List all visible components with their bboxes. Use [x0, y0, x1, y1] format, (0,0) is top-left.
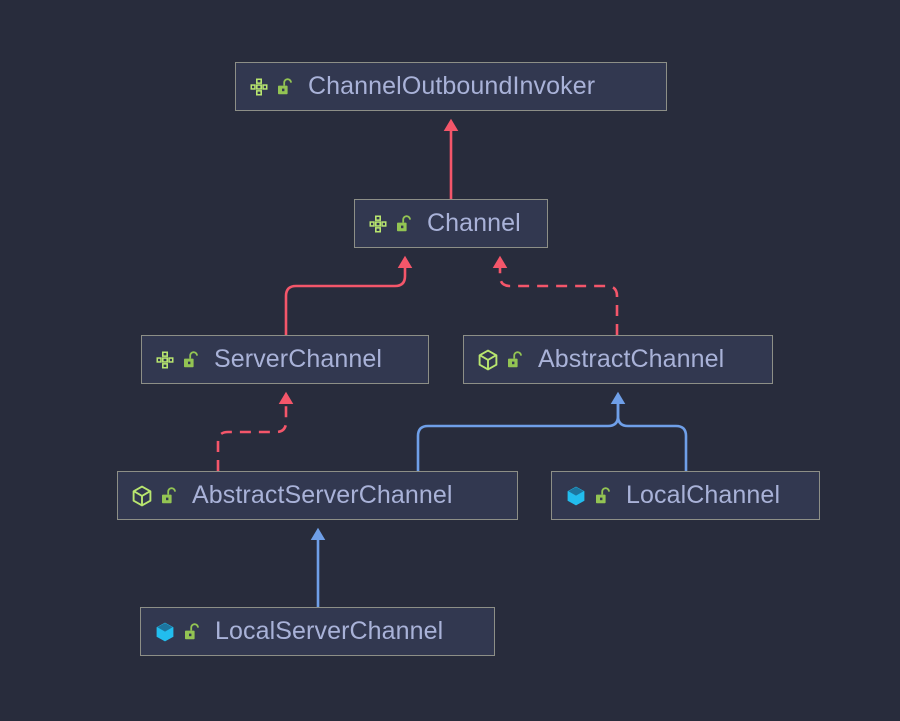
node-server-channel[interactable]: ServerChannel — [141, 335, 429, 384]
node-local-channel[interactable]: LocalChannel — [551, 471, 820, 520]
class-icon — [153, 620, 177, 644]
class-icon — [564, 484, 588, 508]
node-label: LocalChannel — [626, 481, 781, 509]
node-label: AbstractServerChannel — [192, 481, 453, 509]
edge-server-channel-extends-channel — [284, 255, 413, 335]
unlocked-padlock-icon — [160, 486, 178, 506]
node-local-server-channel[interactable]: LocalServerChannel — [140, 607, 495, 656]
abstract-class-icon — [476, 348, 500, 372]
node-abstract-channel[interactable]: AbstractChannel — [463, 335, 773, 384]
unlocked-padlock-icon — [594, 486, 612, 506]
edge-abstract-channel-implements-channel — [492, 255, 619, 335]
node-label: LocalServerChannel — [215, 617, 444, 645]
interface-icon — [154, 349, 176, 371]
edge-abstract-server-channel-implements-server-channel — [216, 391, 294, 471]
node-channel[interactable]: Channel — [354, 199, 548, 248]
abstract-class-icon — [130, 484, 154, 508]
node-label: AbstractChannel — [538, 345, 725, 373]
node-label: ServerChannel — [214, 345, 383, 373]
interface-icon — [248, 76, 270, 98]
unlocked-padlock-icon — [183, 622, 201, 642]
node-label: ChannelOutboundInvoker — [308, 72, 596, 100]
interface-icon — [367, 213, 389, 235]
node-channel-outbound-invoker[interactable]: ChannelOutboundInvoker — [235, 62, 667, 111]
node-abstract-server-channel[interactable]: AbstractServerChannel — [117, 471, 518, 520]
unlocked-padlock-icon — [276, 77, 294, 97]
edge-local-channel-extends-abstract-channel — [616, 399, 688, 471]
unlocked-padlock-icon — [506, 350, 524, 370]
unlocked-padlock-icon — [395, 214, 413, 234]
node-label: Channel — [427, 209, 521, 237]
unlocked-padlock-icon — [182, 350, 200, 370]
edge-abstract-server-channel-extends-abstract-channel — [416, 391, 626, 471]
